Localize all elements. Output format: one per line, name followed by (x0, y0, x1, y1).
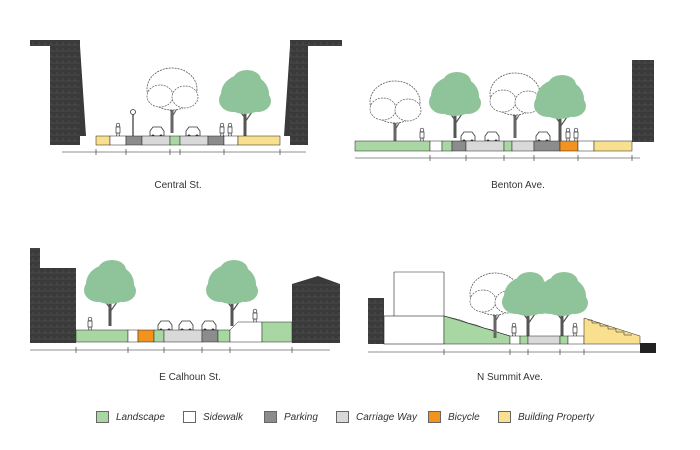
tree-icon (83, 259, 137, 327)
segment-carriage-way (465, 140, 505, 152)
pedestrian-icon (87, 316, 93, 332)
segment-landscape (441, 140, 453, 152)
building-left (50, 40, 66, 145)
segment-sidewalk (429, 140, 443, 152)
segment-landscape (75, 329, 129, 343)
building-left-roof (30, 40, 50, 46)
building-right (290, 40, 308, 145)
segment-bicycle (137, 329, 155, 343)
legend-item-sidewalk: Sidewalk (183, 408, 243, 426)
segment-landscape (261, 321, 293, 343)
pedestrian-icon (227, 122, 233, 138)
section-e-calhoun-street (30, 248, 340, 353)
legend-swatch-bicycle (428, 411, 441, 423)
pedestrian-icon (219, 122, 225, 138)
segment-sidewalk (127, 329, 139, 343)
segment-building-property (583, 317, 641, 345)
legend-item-building-property: Building Property (498, 408, 594, 426)
building-right (632, 60, 654, 142)
caption-e-calhoun-street: E Calhoun St. (159, 372, 221, 383)
pedestrian-icon (572, 322, 578, 338)
section-benton-avenue (354, 60, 654, 161)
tree-icon (369, 80, 422, 147)
segment-carriage-way (179, 135, 209, 146)
segment-sidewalk (577, 140, 595, 152)
tree-icon (428, 71, 482, 139)
legend-swatch-parking (264, 411, 277, 423)
segment-sidewalk (567, 335, 585, 345)
tree-icon (533, 74, 587, 142)
legend-label: Landscape (116, 411, 165, 423)
segment-building-property (237, 135, 281, 146)
segment-carriage-way (527, 335, 561, 345)
legend-swatch-sidewalk (183, 411, 196, 423)
building-right (292, 284, 340, 343)
caption-central-street: Central St. (154, 180, 202, 191)
pedestrian-icon (419, 127, 425, 143)
legend-label: Bicycle (448, 411, 480, 423)
building-right-base (640, 343, 656, 353)
segment-parking (207, 135, 225, 146)
section-n-summit-avenue (368, 271, 656, 355)
caption-benton-avenue: Benton Ave. (491, 180, 545, 191)
segment-sidewalk (109, 135, 127, 146)
segment-parking (125, 135, 143, 146)
segment-sidewalk (223, 135, 239, 146)
legend-item-parking: Parking (264, 408, 318, 426)
pedestrian-icon (573, 127, 579, 143)
section-central-street (30, 40, 342, 155)
building-left (368, 298, 384, 344)
streetlight-icon (130, 109, 136, 137)
segment-landscape (153, 329, 165, 343)
legend: Landscape Sidewalk Parking Carriage Way … (96, 408, 616, 426)
legend-item-bicycle: Bicycle (428, 408, 480, 426)
legend-swatch-building-property (498, 411, 511, 423)
segment-landscape (519, 335, 529, 345)
segment-carriage-way (511, 140, 535, 152)
tree-icon (218, 69, 272, 137)
legend-label: Building Property (518, 411, 595, 423)
pedestrian-icon (252, 308, 258, 324)
segment-landscape (559, 335, 569, 345)
segment-carriage-way (141, 135, 171, 146)
segment-carriage-way (163, 329, 203, 343)
building-left (30, 248, 40, 343)
segment-parking (201, 329, 219, 343)
legend-swatch-landscape (96, 411, 109, 423)
legend-label: Sidewalk (203, 411, 244, 423)
segment-landscape (443, 315, 511, 345)
segment-building-property (95, 135, 111, 146)
segment-bicycle (559, 140, 579, 152)
segment-landscape (169, 135, 181, 146)
building-right-roof (290, 40, 342, 46)
segment-sidewalk (509, 335, 521, 345)
legend-item-landscape: Landscape (96, 408, 165, 426)
pedestrian-icon (115, 122, 121, 138)
segment-landscape (503, 140, 513, 152)
legend-label: Carriage Way (356, 411, 417, 423)
pedestrian-icon (511, 322, 517, 338)
segment-parking (451, 140, 467, 152)
pedestrian-icon (565, 127, 571, 143)
legend-swatch-carriage-way (336, 411, 349, 423)
segment-landscape (354, 140, 431, 152)
segment-building-property (593, 140, 633, 152)
tree-icon (489, 72, 542, 139)
tree-icon (146, 67, 199, 134)
segment-parking (533, 140, 561, 152)
legend-item-carriage-way: Carriage Way (336, 408, 417, 426)
tree-icon (205, 259, 259, 327)
segment-sidewalk (229, 321, 263, 343)
segment-landscape (217, 329, 231, 343)
legend-label: Parking (284, 411, 318, 423)
building-left-wall (383, 315, 445, 345)
caption-n-summit-avenue: N Summit Ave. (477, 372, 543, 383)
